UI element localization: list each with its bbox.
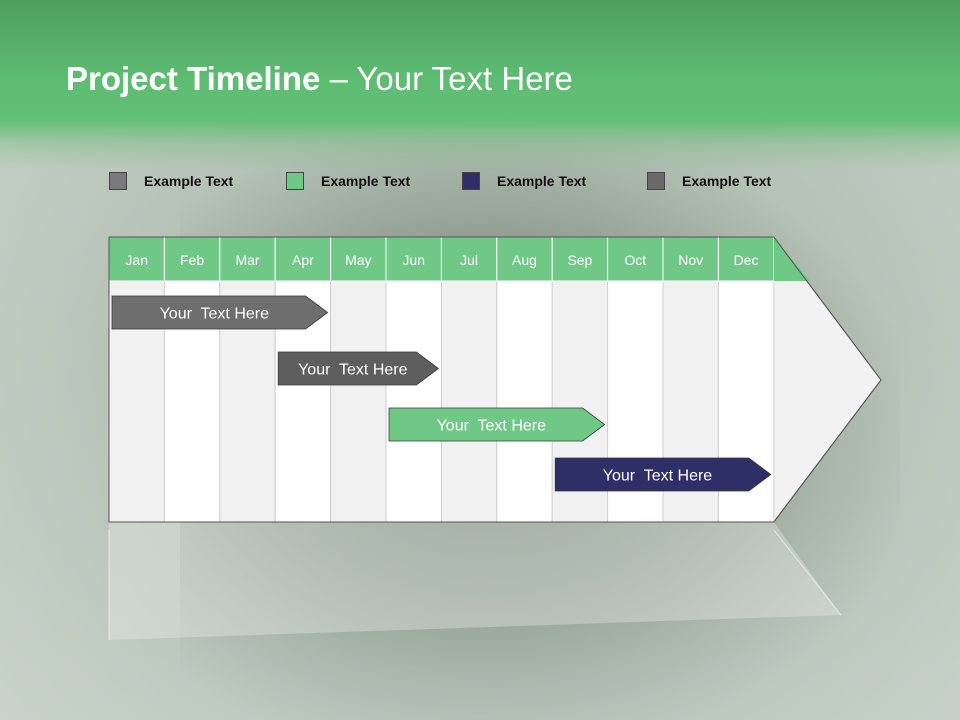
legend-swatch — [462, 172, 480, 190]
timeline-outline — [108, 236, 882, 523]
month-label: Jan — [125, 252, 148, 268]
header-band — [0, 0, 960, 170]
legend-item-3: Example Text — [462, 170, 586, 192]
task-bar — [111, 295, 329, 330]
legend-item-4: Example Text — [647, 170, 771, 192]
month-label: Dec — [734, 252, 759, 268]
timeline-reflection — [109, 522, 841, 640]
task-label: Your Text Here — [437, 418, 547, 435]
task-bar — [388, 407, 606, 442]
month-label: Apr — [292, 252, 314, 268]
header-arrow-tip — [773, 237, 810, 281]
legend-item-1: Example Text — [109, 170, 233, 192]
legend-label: Example Text — [144, 173, 234, 189]
task-bar — [554, 457, 772, 492]
month-header-cell — [219, 236, 276, 282]
title-rest: – Your Text Here — [320, 60, 573, 97]
month-column — [385, 280, 442, 523]
month-header-cell — [662, 236, 719, 282]
task-label: Your Text Here — [603, 468, 713, 485]
month-header-cell — [717, 236, 775, 282]
task-label: Your Text Here — [298, 362, 408, 379]
task-bar — [277, 351, 440, 386]
month-label: Aug — [512, 252, 537, 268]
title-bold: Project Timeline — [66, 60, 321, 97]
legend-swatch — [109, 172, 127, 190]
page-title: Project Timeline – Your Text Here — [66, 60, 573, 98]
month-label: Mar — [235, 252, 259, 268]
month-column — [496, 280, 553, 523]
month-header-cell — [440, 236, 498, 282]
month-header-cell — [330, 236, 387, 282]
month-header-cell — [607, 236, 664, 282]
month-header-cell — [163, 236, 221, 282]
month-label: Jun — [402, 252, 425, 268]
legend-label: Example Text — [682, 173, 772, 189]
month-label: Jul — [460, 252, 478, 268]
task-label: Your Text Here — [160, 306, 270, 323]
month-label: Nov — [678, 252, 703, 268]
legend-label: Example Text — [497, 173, 587, 189]
month-label: Oct — [624, 252, 646, 268]
legend-label: Example Text — [321, 173, 411, 189]
legend-swatch — [286, 172, 304, 190]
month-column — [440, 280, 498, 523]
month-header-cell — [496, 236, 553, 282]
legend-item-2: Example Text — [286, 170, 410, 192]
reflection-edge — [773, 529, 842, 616]
month-header-cell — [274, 236, 332, 282]
month-label: May — [345, 252, 371, 268]
month-label: Feb — [180, 252, 204, 268]
legend-swatch — [647, 172, 665, 190]
month-column — [330, 280, 387, 523]
month-label: Sep — [567, 252, 592, 268]
